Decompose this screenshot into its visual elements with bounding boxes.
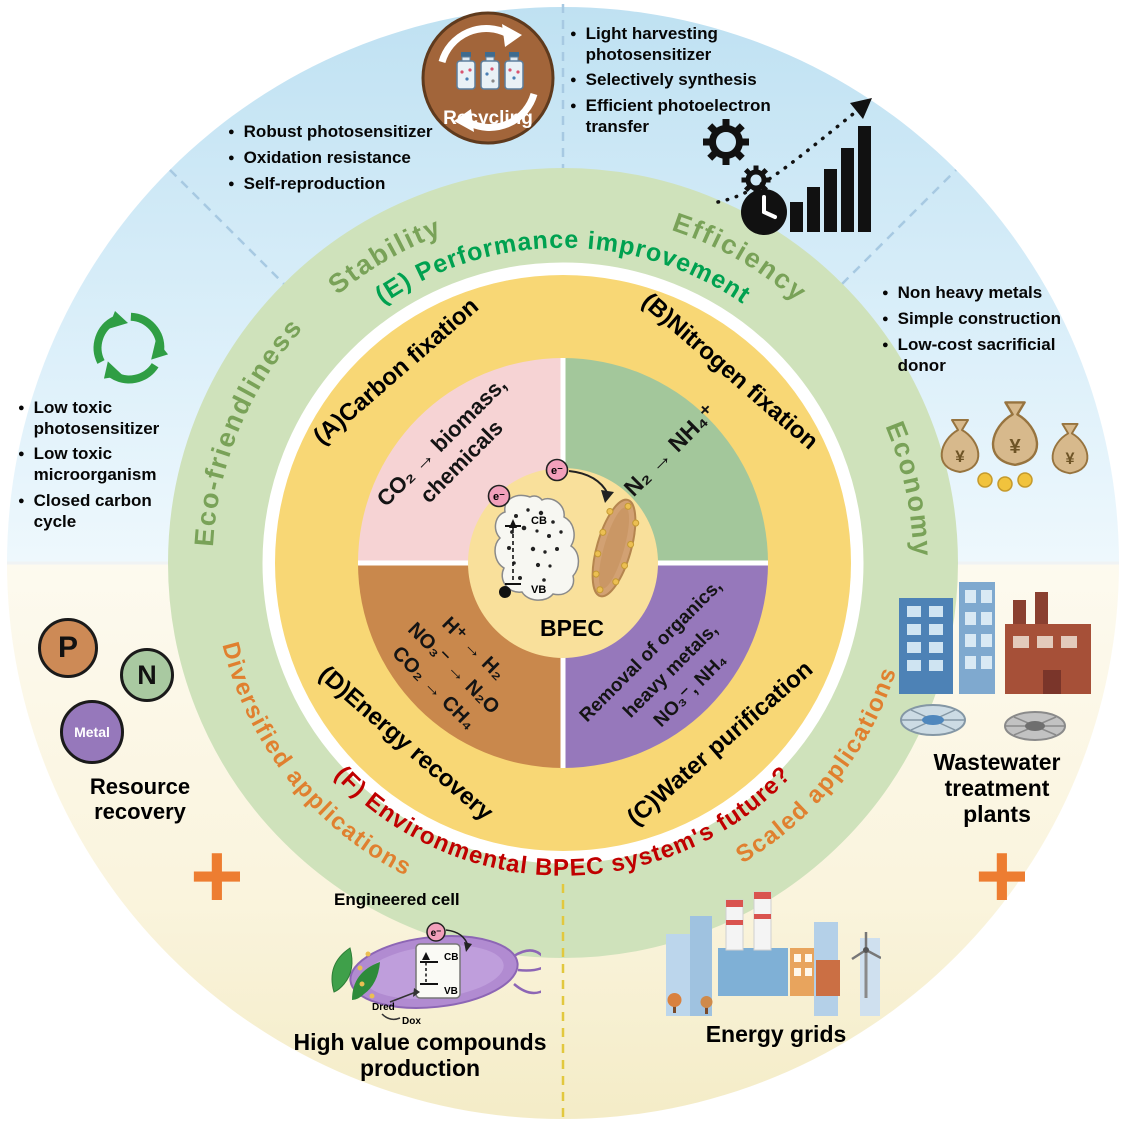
trend-arrow-icon [716, 108, 860, 204]
recycling-label: Recycling [443, 108, 533, 129]
resource-recovery-caption: Resource recovery [89, 774, 191, 824]
list-item: Simple construction [882, 309, 1087, 330]
semiconductor-particle [494, 494, 580, 601]
d-red-label: Dred [372, 1002, 395, 1013]
bpec-label: BPEC [540, 615, 604, 641]
efficiency-bullet-list: Light harvesting photosensitizer Selecti… [570, 24, 798, 138]
money-bag: ¥ [991, 401, 1039, 467]
bullet-text: Robust photosensitizer [243, 122, 433, 141]
dashed-dividers [169, 4, 957, 285]
money-bags-icon: ¥ ¥ ¥ [930, 376, 1100, 499]
photosensitizer-dots [357, 951, 375, 999]
metal-badge: Metal [60, 700, 124, 764]
nitrogen-badge: N [120, 648, 174, 702]
clock-icon [741, 189, 787, 235]
bpec-center-illustration: CB VB e⁻ e⁻ BPEC [487, 458, 640, 641]
gear-icon [703, 119, 749, 165]
metal-label: Metal [74, 724, 110, 740]
list-item: Oxidation resistance [228, 148, 453, 169]
plus-icon-left: + [190, 825, 244, 927]
wind-turbine-icon [851, 932, 882, 998]
wastewater-plant-illustration [893, 580, 1098, 750]
recycling-icon: Recycling [421, 11, 555, 145]
leaf-icon [331, 947, 380, 1000]
economy-bullet-list: Non heavy metals Simple construction Low… [882, 283, 1087, 376]
city-skyline [666, 891, 880, 1016]
bullet-text: Simple construction [897, 308, 1062, 328]
white-gap-ring [262, 262, 864, 864]
currency-symbol: ¥ [955, 447, 965, 466]
high-value-caption: High value compounds production [293, 1029, 547, 1081]
coin-icons [977, 472, 1033, 492]
bullet-text: Efficient photoelectron transfer [585, 96, 771, 137]
electron-badge-2: e⁻ [545, 458, 569, 482]
list-item: Light harvesting photosensitizer [570, 24, 798, 65]
electron-badge-1: e⁻ [487, 484, 511, 508]
clarifier-tank [900, 704, 966, 736]
nitrogen-label: N [137, 659, 157, 690]
list-item: Low toxic microorganism [18, 444, 198, 485]
list-item: Selectively synthesis [570, 70, 798, 91]
wastewater-caption: Wastewater treatment plants [933, 749, 1061, 827]
energy-grids-illustration [666, 886, 882, 1021]
eco-friendliness-bullet-list: Low toxic photosensitizer Low toxic micr… [18, 398, 198, 532]
green-ring [168, 168, 958, 958]
cell-vb-label: VB [444, 986, 458, 997]
electron-label-2: e⁻ [551, 465, 563, 477]
efficiency-analytics-icon [698, 90, 883, 245]
list-item: Closed carbon cycle [18, 491, 198, 532]
vb-label: VB [531, 584, 546, 596]
bottle-icons [456, 52, 524, 90]
eco-recycle-icon [82, 298, 177, 398]
electron-label-1: e⁻ [493, 491, 505, 503]
bullet-text: Self-reproduction [243, 173, 386, 193]
list-item: Self-reproduction [228, 174, 453, 195]
cb-label: CB [531, 515, 547, 527]
engineered-cell-illustration: CB VB e⁻ Dred Dox [316, 910, 565, 1035]
phosphorus-badge: P [38, 618, 98, 678]
bullet-text: Non heavy metals [897, 283, 1043, 302]
currency-symbol: ¥ [1009, 436, 1021, 458]
bullet-text: Selectively synthesis [585, 70, 757, 90]
energy-grids-caption: Energy grids [705, 1021, 847, 1047]
bullet-text: Closed carbon cycle [33, 490, 152, 531]
list-item: Efficient photoelectron transfer [570, 96, 798, 137]
money-bag: ¥ [1051, 422, 1089, 475]
clarifier-tank [1004, 711, 1066, 741]
bar-chart-icon [790, 126, 871, 232]
cell-band-diagram: CB VB e⁻ Dred Dox [372, 922, 472, 1027]
microbe-cell [591, 498, 640, 598]
currency-symbol: ¥ [1066, 450, 1075, 468]
plant-buildings [899, 582, 1091, 694]
list-item: Non heavy metals [882, 283, 1087, 304]
plus-icon-right: + [975, 825, 1029, 927]
stability-bullet-list: Robust photosensitizer Oxidation resista… [228, 122, 453, 195]
bullet-text: Low-cost sacrificial donor [897, 334, 1056, 375]
list-item: Low-cost sacrificial donor [882, 335, 1087, 376]
cell-electron-label: e⁻ [431, 928, 442, 939]
list-item: Robust photosensitizer [228, 122, 453, 143]
engineered-cell-label: Engineered cell [334, 890, 460, 909]
recycling-badge: Recycling [420, 10, 556, 151]
bullet-text: Low toxic microorganism [33, 444, 157, 485]
bullet-text: Low toxic photosensitizer [33, 398, 160, 438]
hole-dot [499, 586, 511, 598]
bullet-text: Oxidation resistance [243, 147, 411, 167]
money-bag: ¥ [940, 419, 980, 473]
bullet-text: Light harvesting photosensitizer [585, 24, 718, 64]
tree-icons [667, 993, 713, 1014]
d-ox-label: Dox [402, 1016, 421, 1027]
list-item: Low toxic photosensitizer [18, 398, 198, 439]
phosphorus-label: P [57, 631, 78, 664]
cell-cb-label: CB [444, 952, 458, 963]
